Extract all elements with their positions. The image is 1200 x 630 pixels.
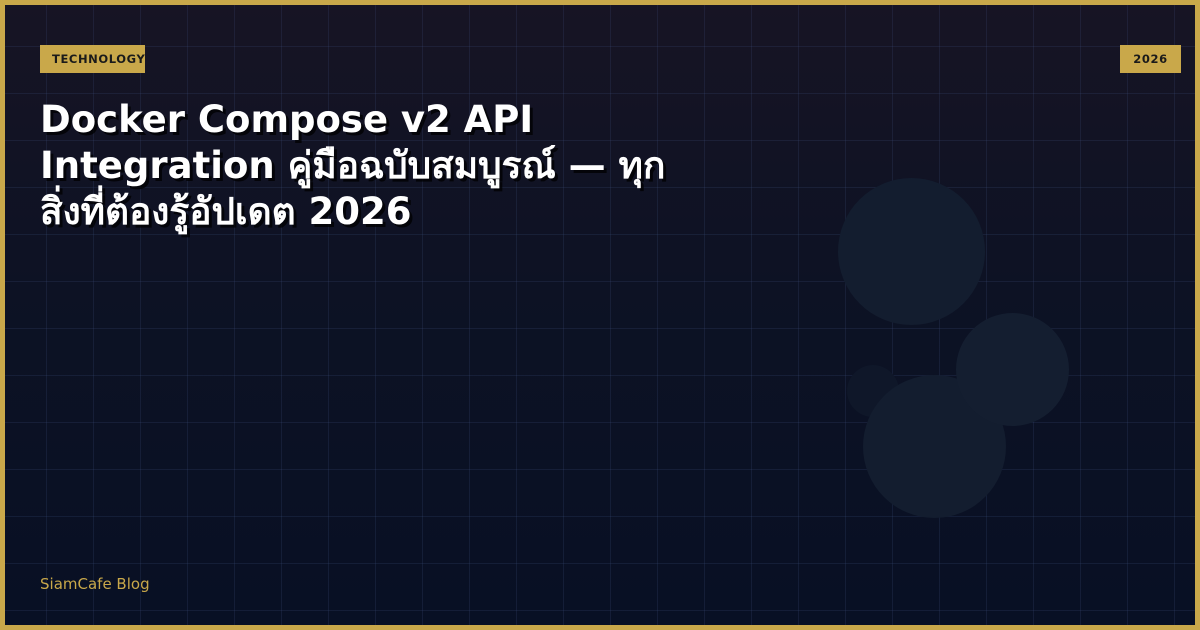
year-badge: 2026 <box>1120 45 1181 73</box>
decorative-circle <box>838 178 985 325</box>
decorative-circle <box>956 313 1069 426</box>
category-badge: TECHNOLOGY <box>40 45 145 73</box>
blog-name: SiamCafe Blog <box>40 575 150 593</box>
article-title: Docker Compose v2 API Integration คู่มือ… <box>40 98 666 233</box>
